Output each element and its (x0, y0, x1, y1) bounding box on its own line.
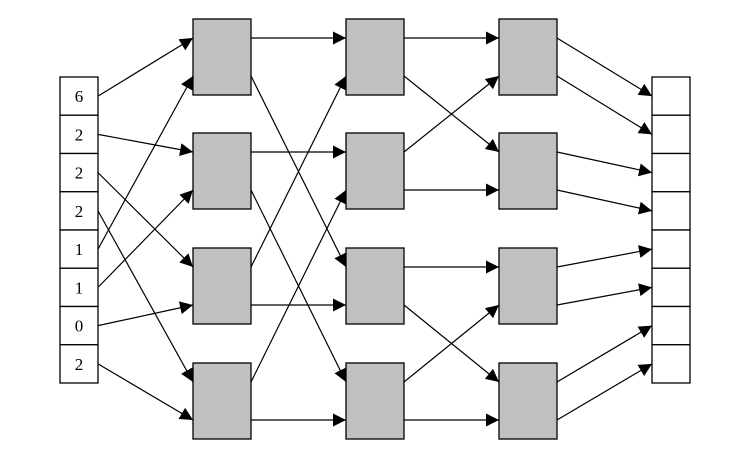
output-cell-box (651, 229, 691, 269)
output-cell-box (651, 191, 691, 231)
input-cell: 2 (59, 152, 99, 193)
edge-stage3-to-output (556, 37, 653, 97)
output-cell (651, 229, 691, 269)
edge-stage2-to-stage3 (403, 75, 500, 153)
edges-layer (97, 31, 653, 427)
output-cell (651, 191, 691, 231)
edge-stage1-to-stage2 (250, 75, 347, 268)
input-cell: 6 (59, 76, 99, 116)
input-cell-box (59, 191, 99, 231)
input-cell-value: 1 (75, 278, 84, 297)
nodes-layer (192, 18, 558, 440)
input-cell-value: 2 (75, 125, 84, 144)
input-cell-box (59, 76, 99, 116)
output-cell-box (651, 344, 691, 384)
comparator-node-stage-2 (345, 132, 405, 210)
output-array (651, 76, 691, 384)
input-cell-value: 2 (75, 202, 84, 221)
comparator-node-stage-3 (498, 362, 558, 440)
comparator-node-stage-2 (345, 247, 405, 325)
edge-stage3-to-output (556, 283, 653, 306)
edge-stage3-to-output (556, 363, 653, 421)
input-cell-box (59, 267, 99, 308)
input-cell-value: 2 (75, 164, 84, 183)
input-cell-value: 2 (75, 355, 84, 374)
edge-stage3-to-output (556, 75, 653, 135)
output-cell (651, 305, 691, 346)
comparator-node-stage-2 (345, 362, 405, 440)
edge-input-to-stage1 (97, 363, 194, 421)
input-cell: 1 (59, 229, 99, 269)
edge-input-to-stage1 (97, 172, 194, 268)
edge-input-to-stage1 (97, 37, 194, 97)
output-cell-box (651, 267, 691, 308)
input-cell-value: 6 (75, 87, 84, 106)
input-cell: 2 (59, 191, 99, 231)
comparator-node-stage-1 (192, 132, 252, 210)
input-cell-box (59, 305, 99, 346)
input-array: 6 2 2 2 1 1 0 2 (59, 76, 99, 384)
comparator-node-stage-3 (498, 132, 558, 210)
output-cell (651, 76, 691, 116)
edge-stage3-to-output (556, 325, 653, 383)
input-cell: 1 (59, 267, 99, 308)
input-cell-box (59, 114, 99, 155)
input-cell-value: 1 (75, 240, 84, 259)
edge-input-to-stage1 (97, 133, 194, 157)
output-cell (651, 344, 691, 384)
output-cell-box (651, 152, 691, 193)
output-cell-box (651, 76, 691, 116)
input-cell-value: 0 (75, 317, 84, 336)
edge-input-to-stage1 (97, 75, 194, 250)
output-cell (651, 267, 691, 308)
input-cell: 0 (59, 305, 99, 346)
edge-input-to-stage1 (97, 189, 194, 288)
comparator-node-stage-2 (345, 18, 405, 96)
comparator-node-stage-1 (192, 18, 252, 96)
edge-stage3-to-output (556, 151, 653, 177)
edge-stage2-to-stage3 (403, 304, 500, 383)
comparator-node-stage-1 (192, 247, 252, 325)
comparator-node-stage-1 (192, 362, 252, 440)
output-cell-box (651, 114, 691, 155)
output-cell (651, 114, 691, 155)
edge-input-to-stage1 (97, 210, 194, 383)
edge-input-to-stage1 (97, 301, 194, 327)
edge-stage1-to-stage2 (250, 189, 347, 383)
output-cell (651, 152, 691, 193)
input-cell: 2 (59, 344, 99, 384)
comparator-node-stage-3 (498, 18, 558, 96)
edge-stage3-to-output (556, 245, 653, 268)
input-cell: 2 (59, 114, 99, 155)
input-cell-box (59, 344, 99, 384)
comparator-node-stage-3 (498, 247, 558, 325)
output-cell-box (651, 305, 691, 346)
edge-stage3-to-output (556, 189, 653, 215)
